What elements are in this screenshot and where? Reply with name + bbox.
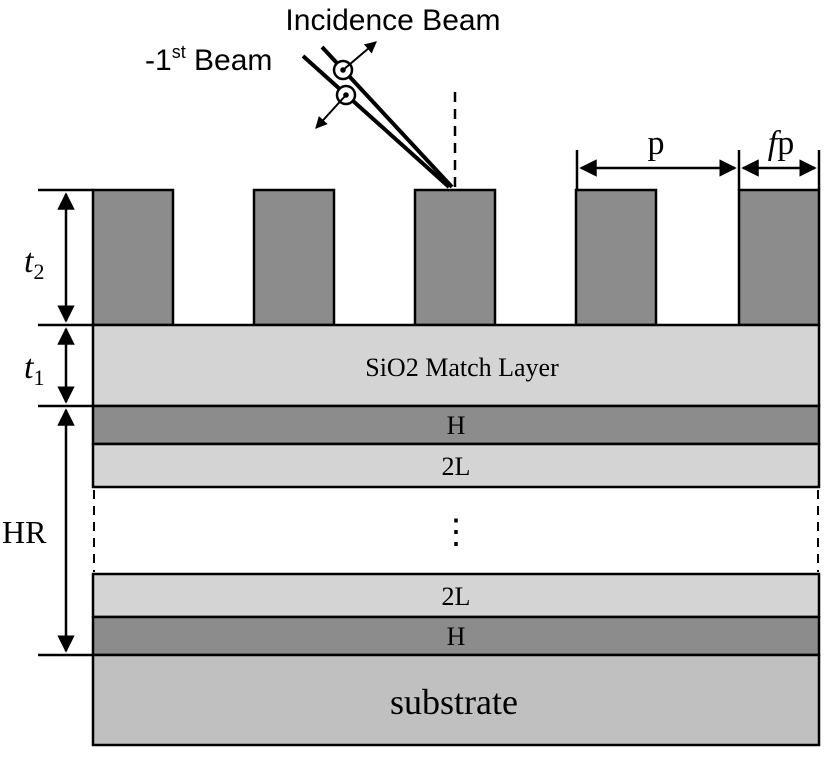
substrate-label: substrate [390, 682, 518, 722]
incidence-beam-label: Incidence Beam [285, 4, 500, 37]
h-layer-bottom-label: H [447, 622, 466, 651]
l-layer-bottom [91, 572, 821, 619]
grating-ridge [413, 188, 497, 327]
substrate [91, 653, 821, 747]
period-label: p [648, 125, 665, 162]
h-layer-top-label: H [447, 411, 466, 440]
hr-label: HR [2, 514, 47, 550]
t1-label: t1 [24, 349, 44, 390]
grating-ridges [91, 188, 821, 327]
first-order-beam-label: -1st Beam [145, 42, 272, 77]
grating-ridge [252, 188, 336, 327]
l-layer-top [91, 442, 821, 489]
grating-ridge [574, 188, 658, 327]
polarization-arrow-down [315, 94, 347, 129]
match-layer-label: SiO2 Match Layer [365, 353, 559, 382]
polarization-arrow-up [342, 41, 377, 71]
t2-label: t2 [24, 243, 44, 284]
first-order-beam-line [301, 54, 451, 189]
match-layer [91, 323, 821, 408]
l-layer-bottom-label: 2L [442, 582, 471, 611]
l-layer-top-label: 2L [442, 452, 471, 481]
fill-factor-label: fp [768, 125, 794, 162]
grating-ridge [91, 188, 175, 327]
vertical-ellipsis: ⋮ [439, 514, 473, 551]
grating-ridge [737, 188, 821, 327]
